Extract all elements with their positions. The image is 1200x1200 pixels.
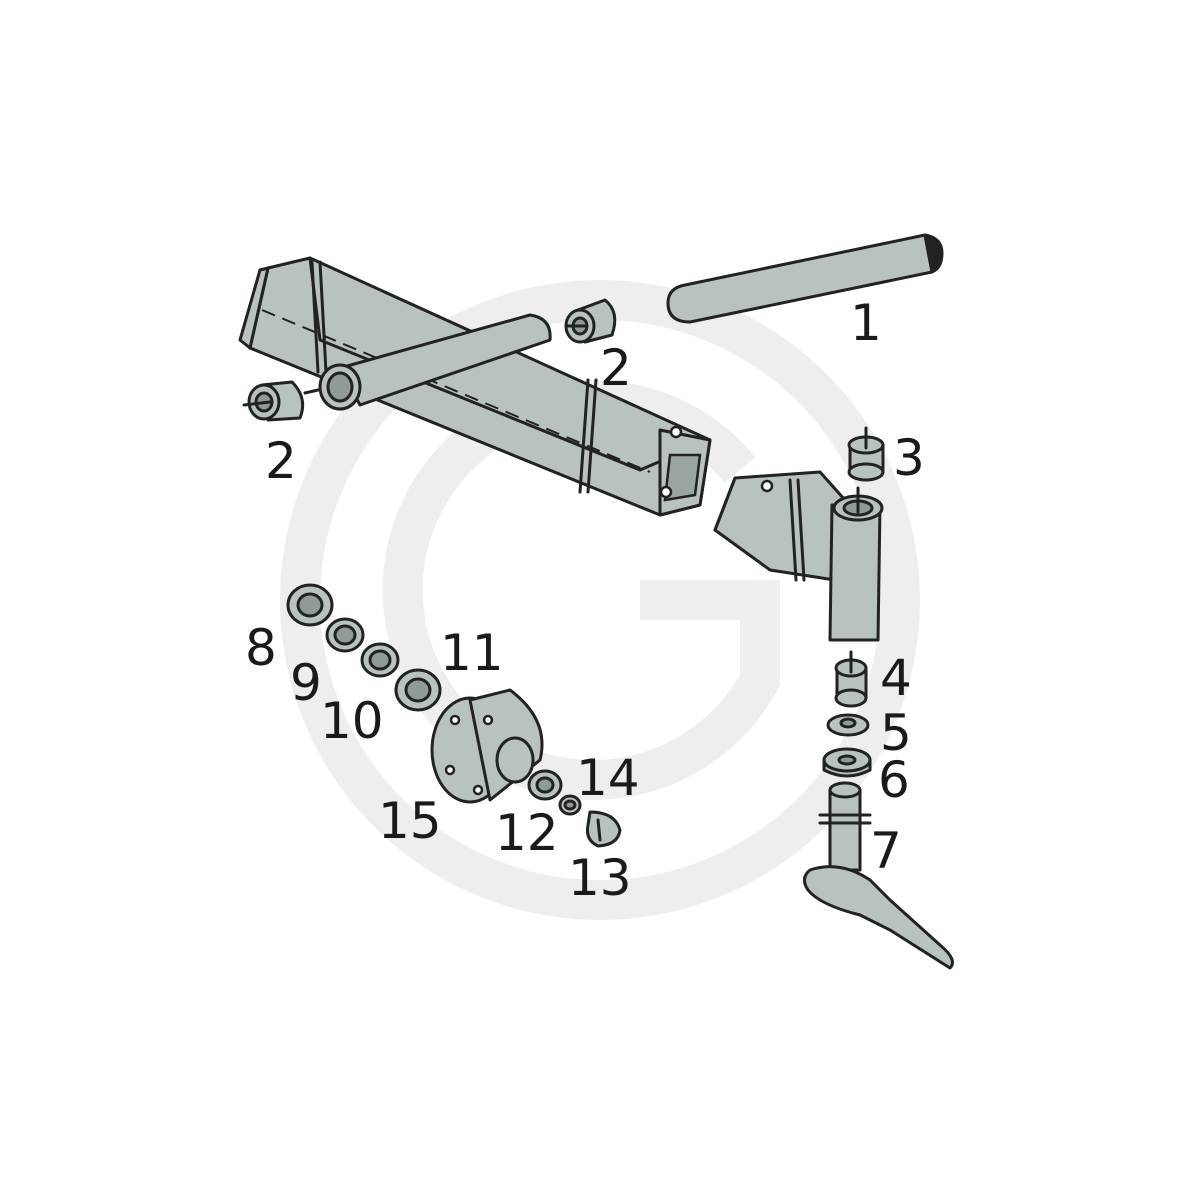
part-13-cap <box>586 810 622 848</box>
part-10-bearing <box>360 642 400 678</box>
part-14-nut <box>558 794 582 816</box>
callout-9: 9 <box>290 654 322 712</box>
axle-beam <box>238 256 712 517</box>
callout-10: 10 <box>320 692 384 750</box>
callout-15: 15 <box>378 792 442 850</box>
callout-14: 14 <box>576 749 640 807</box>
part-9-bearing <box>325 617 365 653</box>
part-11-ring <box>394 668 442 712</box>
part-15-hub <box>430 688 544 804</box>
callout-12: 12 <box>495 804 559 862</box>
callout-8: 8 <box>245 619 277 677</box>
callout-2-right: 2 <box>600 339 632 397</box>
part-6-thrust-bearing <box>822 747 872 778</box>
part-5-washer <box>826 713 870 737</box>
callout-6: 6 <box>878 751 910 809</box>
callout-3: 3 <box>893 429 925 487</box>
callout-5: 5 <box>880 704 912 762</box>
part-12-bearing <box>527 769 563 801</box>
callout-7: 7 <box>870 822 902 880</box>
callout-2-left: 2 <box>265 432 297 490</box>
callout-1: 1 <box>850 294 882 352</box>
callout-4: 4 <box>880 649 912 707</box>
part-7-stub-axle <box>803 781 954 970</box>
callout-13: 13 <box>568 849 632 907</box>
part-2-bushing-left <box>242 380 305 422</box>
knuckle-housing <box>713 470 884 642</box>
part-8-seal <box>286 583 334 627</box>
part-2-bushing-right <box>564 298 617 344</box>
part-1-axle-pin <box>666 233 944 324</box>
callout-11: 11 <box>440 624 504 682</box>
part-3-bush <box>847 426 885 482</box>
part-4-bush <box>834 650 868 708</box>
